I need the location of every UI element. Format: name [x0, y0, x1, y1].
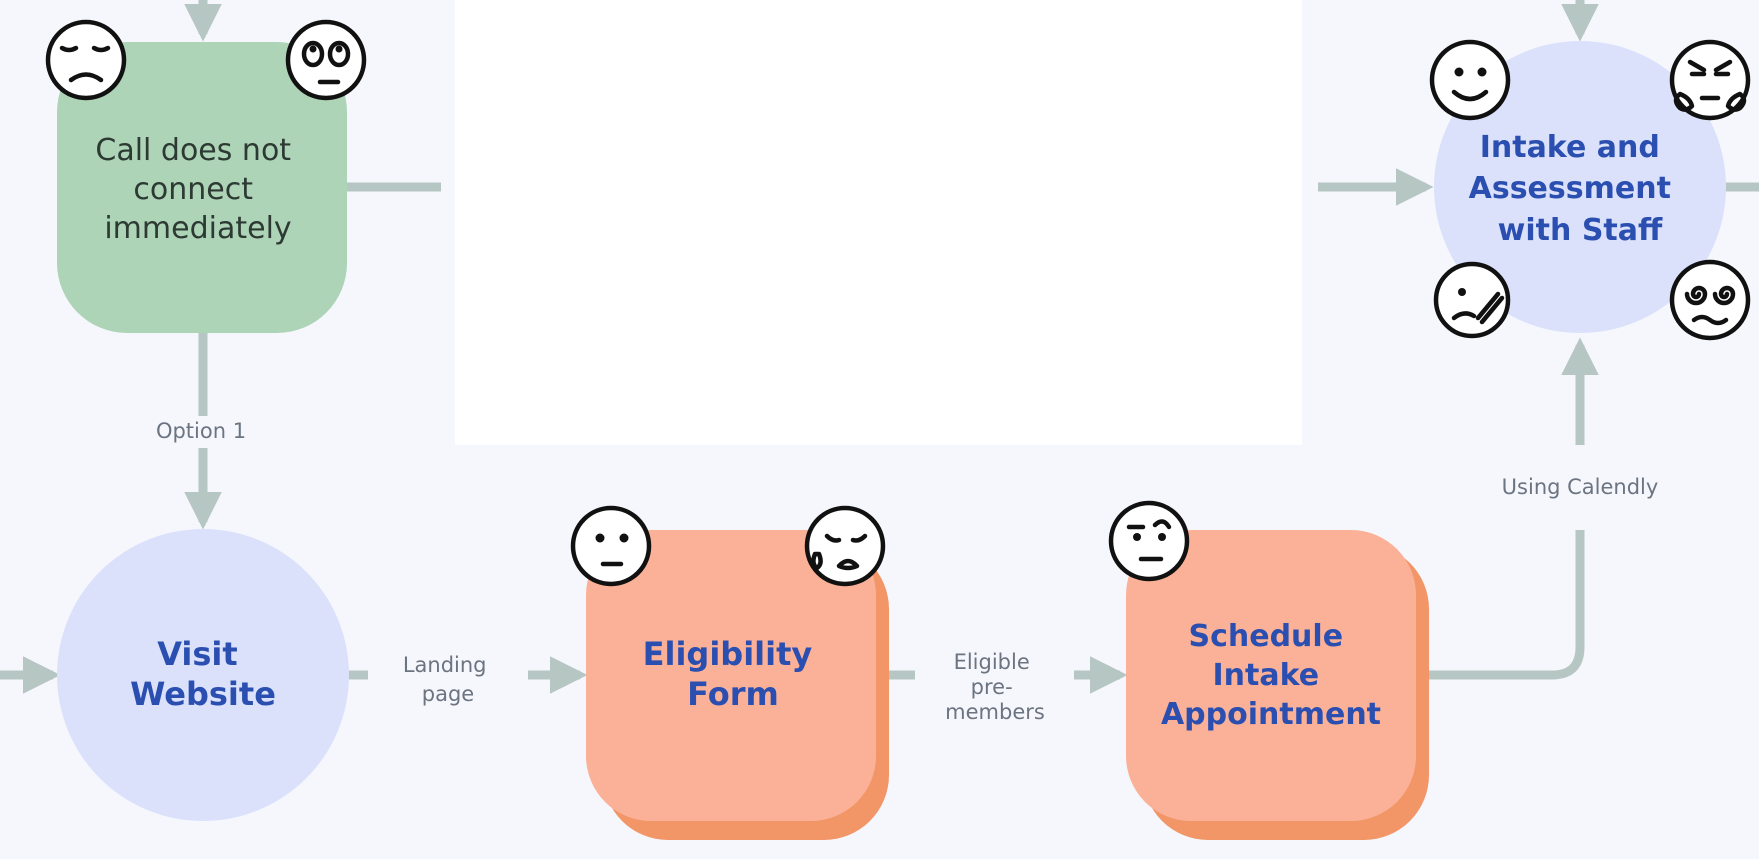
node-schedule-label: Schedule Intake Appointment	[1161, 619, 1381, 732]
angry-steam-face-icon	[1669, 39, 1751, 121]
connector-schedule-to-intake-lower	[1426, 530, 1585, 680]
node-call-shape	[57, 42, 347, 333]
sad-sweat-face-icon	[804, 505, 886, 587]
edge-label-option1: Option 1	[156, 419, 246, 443]
node-visit-shape	[57, 529, 349, 821]
connectors	[0, 0, 1759, 694]
disappointed-face-icon	[45, 19, 127, 101]
sick-thermometer-face-icon	[1433, 261, 1511, 339]
node-schedule-shape	[1126, 530, 1416, 821]
edge-label-landing: Landing page	[403, 653, 493, 706]
edge-label-option1-bg	[145, 416, 257, 448]
node-intake-label: Intake and Assessment with Staff	[1469, 130, 1682, 248]
blank-panel	[455, 0, 1302, 445]
node-visit-label: Visit Website	[130, 635, 276, 713]
rolling-eyes-face-icon	[285, 19, 367, 101]
neutral-face-icon	[570, 505, 652, 587]
node-eligibility-shape	[586, 530, 876, 821]
node-eligibility-label: Eligibility Form	[643, 635, 824, 713]
raised-eyebrow-face-icon	[1108, 500, 1190, 582]
edge-label-eligible: Eligible pre- members	[945, 650, 1045, 724]
edge-label-calendly: Using Calendly	[1502, 475, 1659, 499]
node-intake-shape	[1434, 41, 1726, 333]
smiling-face-icon	[1429, 39, 1511, 121]
dizzy-face-icon	[1669, 259, 1751, 341]
node-call-label: Call does not connect immediately	[95, 133, 300, 246]
